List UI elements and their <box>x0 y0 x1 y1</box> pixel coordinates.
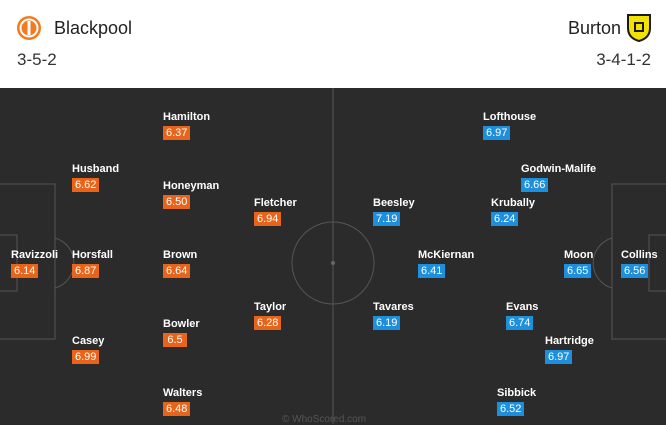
player-name: Casey <box>72 335 105 347</box>
player-rating: 6.74 <box>506 316 534 330</box>
player-name: Tavares <box>373 301 414 313</box>
player-name: Fletcher <box>254 197 297 209</box>
home-player-bowler[interactable]: Bowler 6.5 <box>163 318 200 348</box>
player-name: Collins <box>621 249 658 261</box>
player-name: Evans <box>506 301 539 313</box>
home-player-taylor[interactable]: Taylor 6.28 <box>254 301 286 331</box>
player-rating: 6.56 <box>621 264 649 278</box>
home-player-hamilton[interactable]: Hamilton 6.37 <box>163 111 210 141</box>
player-rating: 6.28 <box>254 316 282 330</box>
player-rating: 6.24 <box>491 212 519 226</box>
away-formation: 3-4-1-2 <box>596 50 651 69</box>
player-rating: 6.5 <box>163 333 187 347</box>
player-rating: 6.14 <box>11 264 39 278</box>
player-name: Sibbick <box>497 387 537 399</box>
home-player-honeyman[interactable]: Honeyman 6.50 <box>163 180 219 210</box>
away-player-tavares[interactable]: Tavares 6.19 <box>373 301 414 331</box>
away-player-beesley[interactable]: Beesley 7.19 <box>373 197 415 227</box>
home-player-walters[interactable]: Walters 6.48 <box>163 387 202 417</box>
player-name: Bowler <box>163 318 200 330</box>
player-rating: 6.97 <box>483 126 511 140</box>
player-rating: 6.97 <box>545 350 573 364</box>
away-player-krubally[interactable]: Krubally 6.24 <box>491 197 535 227</box>
player-rating: 6.65 <box>564 264 592 278</box>
player-name: Hartridge <box>545 335 594 347</box>
player-rating: 6.19 <box>373 316 401 330</box>
player-name: McKiernan <box>418 249 475 261</box>
burton-crest-icon <box>627 14 651 42</box>
player-name: Hamilton <box>163 111 211 123</box>
away-player-collins[interactable]: Collins 6.56 <box>621 249 658 279</box>
player-name: Brown <box>163 249 198 261</box>
player-name: Godwin-Malife <box>521 163 597 175</box>
player-name: Husband <box>72 163 120 175</box>
pitch-lines <box>0 88 666 424</box>
home-player-ravizzoli[interactable]: Ravizzoli 6.14 <box>11 249 58 279</box>
away-player-godwin-malife[interactable]: Godwin-Malife 6.66 <box>521 163 596 193</box>
player-name: Beesley <box>373 197 415 209</box>
home-formation: 3-5-2 <box>17 50 57 69</box>
player-rating: 6.66 <box>521 178 549 192</box>
home-player-brown[interactable]: Brown 6.64 <box>163 249 197 279</box>
match-header: Blackpool 3-5-2 Burton 3-4-1-2 <box>0 0 666 88</box>
player-name: Krubally <box>491 197 536 209</box>
away-team-name[interactable]: Burton <box>567 18 621 38</box>
home-player-horsfall[interactable]: Horsfall 6.87 <box>72 249 113 279</box>
watermark: © WhoScored.com <box>282 414 367 425</box>
away-player-sibbick[interactable]: Sibbick 6.52 <box>497 387 536 417</box>
player-rating: 6.64 <box>163 264 191 278</box>
blackpool-crest-icon <box>17 16 41 40</box>
player-name: Horsfall <box>72 249 113 261</box>
player-name: Moon <box>564 249 594 261</box>
player-rating: 6.48 <box>163 402 191 416</box>
player-rating: 7.19 <box>373 212 401 226</box>
player-rating: 6.94 <box>254 212 282 226</box>
player-rating: 6.52 <box>497 402 525 416</box>
away-player-evans[interactable]: Evans 6.74 <box>506 301 538 331</box>
player-name: Taylor <box>254 301 287 313</box>
player-rating: 6.41 <box>418 264 446 278</box>
player-rating: 6.62 <box>72 178 100 192</box>
player-name: Ravizzoli <box>11 249 59 261</box>
home-player-husband[interactable]: Husband 6.62 <box>72 163 119 193</box>
away-player-moon[interactable]: Moon 6.65 <box>564 249 593 279</box>
player-name: Lofthouse <box>483 111 537 123</box>
player-rating: 6.99 <box>72 350 100 364</box>
player-name: Honeyman <box>163 180 220 192</box>
player-rating: 6.87 <box>72 264 100 278</box>
away-player-lofthouse[interactable]: Lofthouse 6.97 <box>483 111 536 141</box>
home-player-casey[interactable]: Casey 6.99 <box>72 335 104 365</box>
pitch: Ravizzoli 6.14 Husband 6.62 Horsfall 6.8… <box>0 88 666 424</box>
player-name: Walters <box>163 387 203 399</box>
player-rating: 6.37 <box>163 126 191 140</box>
home-player-fletcher[interactable]: Fletcher 6.94 <box>254 197 297 227</box>
home-team-name[interactable]: Blackpool <box>54 18 133 38</box>
away-player-mckiernan[interactable]: McKiernan 6.41 <box>418 249 474 279</box>
away-player-hartridge[interactable]: Hartridge 6.97 <box>545 335 594 365</box>
player-rating: 6.50 <box>163 195 191 209</box>
